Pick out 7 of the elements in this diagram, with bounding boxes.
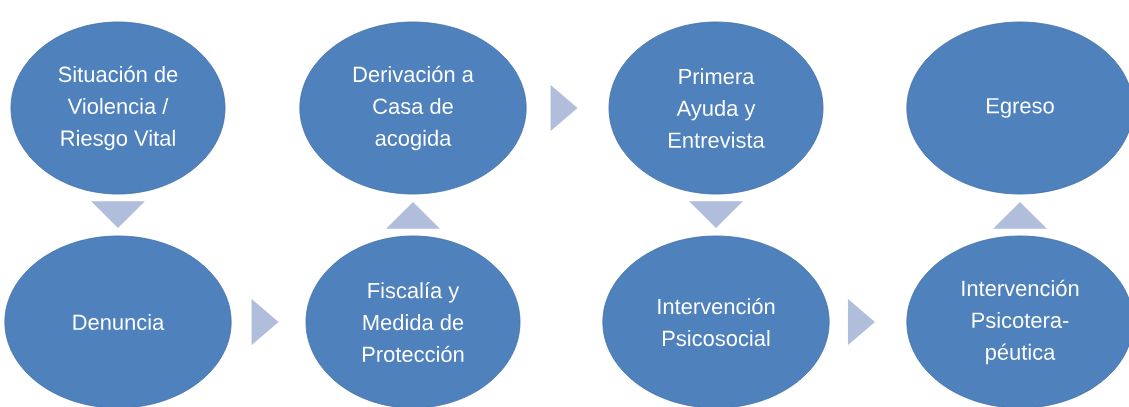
chevron-arrow bbox=[251, 299, 279, 345]
chevron-arrow bbox=[386, 201, 440, 229]
chevron-arrow bbox=[689, 201, 743, 229]
chevron-arrow bbox=[91, 201, 145, 229]
chevron-arrow bbox=[993, 201, 1047, 229]
chevron-arrow bbox=[847, 299, 875, 345]
chevron-arrow bbox=[550, 85, 578, 131]
